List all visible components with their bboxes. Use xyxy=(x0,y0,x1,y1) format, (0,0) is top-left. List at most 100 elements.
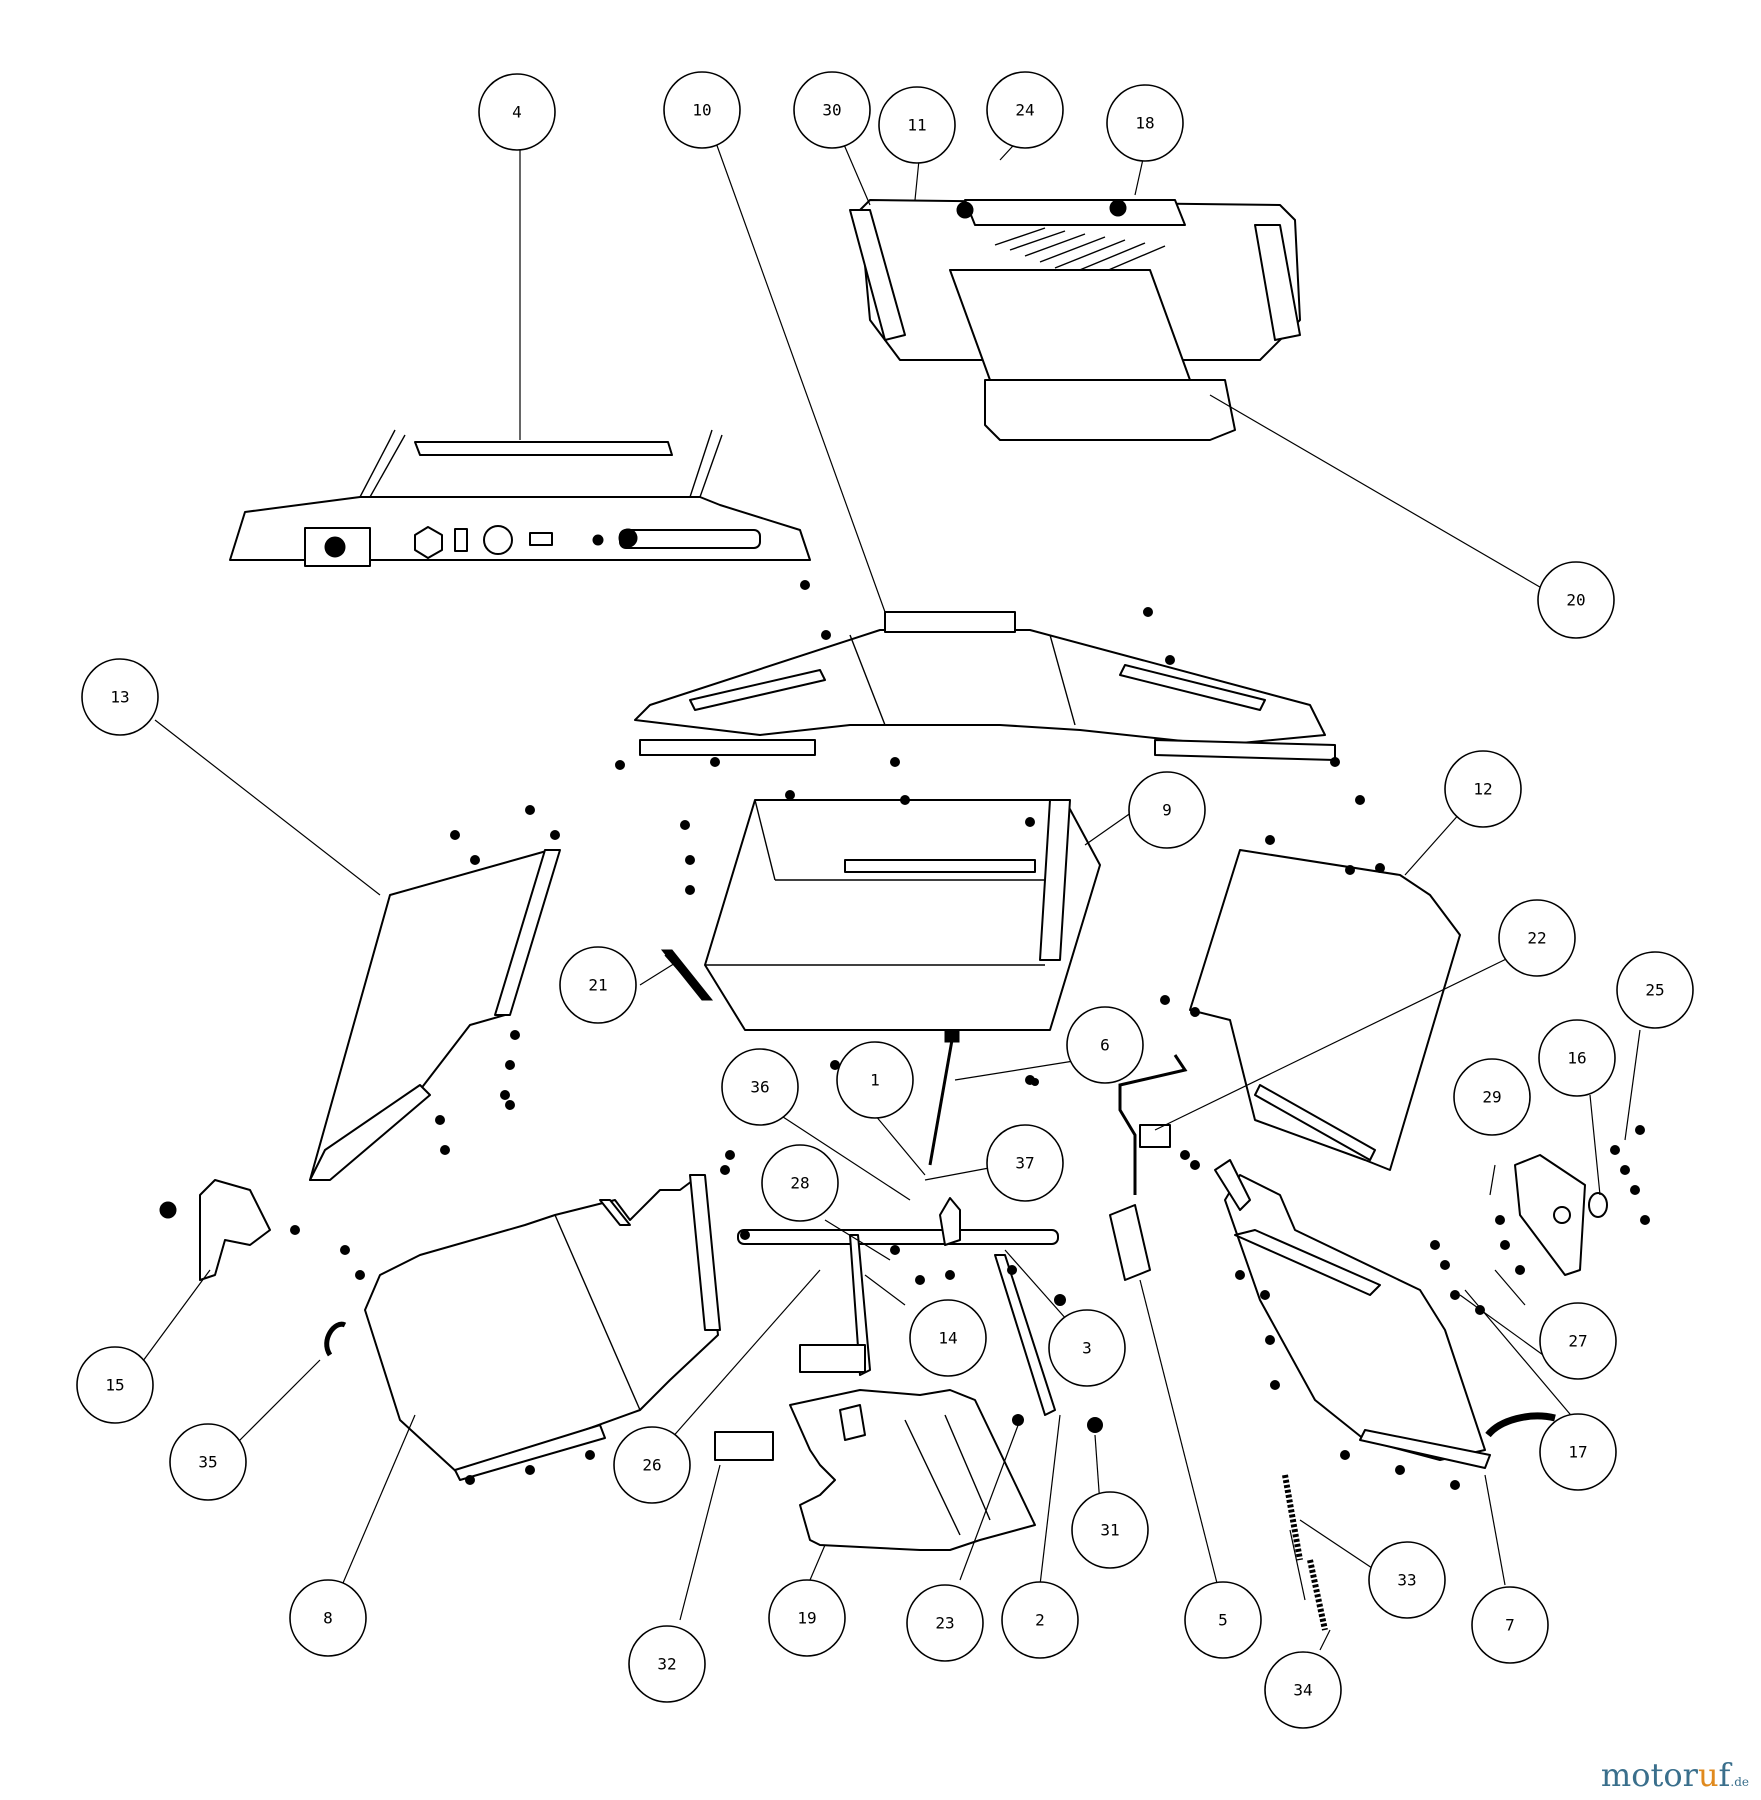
callout-24-label: 24 xyxy=(1015,101,1034,120)
callout-3-label: 3 xyxy=(1082,1339,1092,1358)
part-springs xyxy=(1282,1474,1328,1631)
hardware-fasteners xyxy=(290,580,1650,1490)
callout-3: 3 xyxy=(1048,1309,1126,1387)
part-rod xyxy=(928,1029,960,1166)
callout-12-label: 12 xyxy=(1473,780,1492,799)
part-lower-right-panel xyxy=(1214,1159,1491,1469)
callout-17-label: 17 xyxy=(1568,1443,1587,1462)
part-right-bracket xyxy=(1514,1154,1608,1276)
watermark-main: motor xyxy=(1600,1756,1698,1794)
callout-28-label: 28 xyxy=(790,1174,809,1193)
callout-8: 8 xyxy=(289,1579,367,1657)
callout-35-label: 35 xyxy=(198,1453,217,1472)
callout-28: 28 xyxy=(761,1144,839,1222)
callout-27-label: 27 xyxy=(1568,1332,1587,1351)
callout-1: 1 xyxy=(836,1041,914,1119)
part-lower-left-panel xyxy=(364,1174,721,1481)
callout-13: 13 xyxy=(81,658,159,736)
part-top-housing xyxy=(849,199,1301,441)
leader-lines xyxy=(139,134,1641,1651)
callout-8-label: 8 xyxy=(323,1609,333,1628)
callout-31: 31 xyxy=(1071,1491,1149,1569)
callout-32-label: 32 xyxy=(657,1655,676,1674)
callout-17: 17 xyxy=(1539,1413,1617,1491)
part-left-bracket xyxy=(159,1179,271,1281)
callout-25-label: 25 xyxy=(1645,981,1664,1000)
callout-4: 4 xyxy=(478,73,556,151)
callout-1-label: 1 xyxy=(870,1071,880,1090)
callout-34-label: 34 xyxy=(1293,1681,1312,1700)
callout-16: 16 xyxy=(1538,1019,1616,1097)
callout-10: 10 xyxy=(663,71,741,149)
callout-18-label: 18 xyxy=(1135,114,1154,133)
callout-31-label: 31 xyxy=(1100,1521,1119,1540)
part-center-box xyxy=(704,799,1101,1031)
callout-15: 15 xyxy=(76,1346,154,1424)
callout-26: 26 xyxy=(613,1426,691,1504)
callout-6-label: 6 xyxy=(1100,1036,1110,1055)
callout-24: 24 xyxy=(986,71,1064,149)
callout-5-label: 5 xyxy=(1218,1611,1228,1630)
callout-29-label: 29 xyxy=(1482,1088,1501,1107)
callout-22: 22 xyxy=(1498,899,1576,977)
callout-14-label: 14 xyxy=(938,1329,957,1348)
callout-29: 29 xyxy=(1453,1058,1531,1136)
part-left-side-panel xyxy=(309,849,561,1181)
callout-22-label: 22 xyxy=(1527,929,1546,948)
callout-20-label: 20 xyxy=(1566,591,1585,610)
part-floor-plate xyxy=(789,1389,1036,1551)
callout-21-label: 21 xyxy=(588,976,607,995)
callout-23-label: 23 xyxy=(935,1614,954,1633)
callout-30: 30 xyxy=(793,71,871,149)
callout-2-label: 2 xyxy=(1035,1611,1045,1630)
callout-2: 2 xyxy=(1001,1581,1079,1659)
part-curved-hose xyxy=(1485,1412,1556,1438)
callout-4-label: 4 xyxy=(512,103,522,122)
callout-12: 12 xyxy=(1444,750,1522,828)
callout-32: 32 xyxy=(628,1625,706,1703)
callout-35: 35 xyxy=(169,1423,247,1501)
callout-23: 23 xyxy=(906,1584,984,1662)
part-spring-clip xyxy=(324,1321,347,1357)
callout-19-label: 19 xyxy=(797,1609,816,1628)
callout-11-label: 11 xyxy=(907,116,926,135)
callout-33-label: 33 xyxy=(1397,1571,1416,1590)
callout-16-label: 16 xyxy=(1567,1049,1586,1068)
callout-36-label: 36 xyxy=(750,1078,769,1097)
callout-14: 14 xyxy=(909,1299,987,1377)
watermark-accent: u xyxy=(1697,1756,1719,1794)
callout-37: 37 xyxy=(986,1124,1064,1202)
callout-25: 25 xyxy=(1616,951,1694,1029)
callout-27: 27 xyxy=(1539,1302,1617,1380)
part-right-side-panel xyxy=(1189,849,1461,1171)
callout-36: 36 xyxy=(721,1048,799,1126)
callout-7: 7 xyxy=(1471,1586,1549,1664)
part-shaft xyxy=(737,1197,1059,1416)
part-pedal xyxy=(1109,1054,1188,1281)
watermark-tld: .de xyxy=(1730,1775,1749,1789)
callout-5: 5 xyxy=(1184,1581,1262,1659)
callout-9: 9 xyxy=(1128,771,1206,849)
part-dashboard-panel xyxy=(229,429,811,567)
callout-33: 33 xyxy=(1368,1541,1446,1619)
callout-11: 11 xyxy=(878,86,956,164)
callout-15-label: 15 xyxy=(105,1376,124,1395)
part-cross-panel xyxy=(634,611,1336,761)
callout-13-label: 13 xyxy=(110,688,129,707)
callout-30-label: 30 xyxy=(822,101,841,120)
callout-7-label: 7 xyxy=(1505,1616,1515,1635)
callout-10-label: 10 xyxy=(692,101,711,120)
callout-34: 34 xyxy=(1264,1651,1342,1729)
watermark-tail: f xyxy=(1718,1756,1731,1794)
callout-19: 19 xyxy=(768,1579,846,1657)
callout-37-label: 37 xyxy=(1015,1154,1034,1173)
callout-9-label: 9 xyxy=(1162,801,1172,820)
callout-6: 6 xyxy=(1066,1006,1144,1084)
callout-21: 21 xyxy=(559,946,637,1024)
part-pad xyxy=(714,1431,774,1461)
part-strap xyxy=(660,949,714,1001)
callout-26-label: 26 xyxy=(642,1456,661,1475)
callout-18: 18 xyxy=(1106,84,1184,162)
watermark-logo: motoruf.de xyxy=(1601,1756,1749,1794)
